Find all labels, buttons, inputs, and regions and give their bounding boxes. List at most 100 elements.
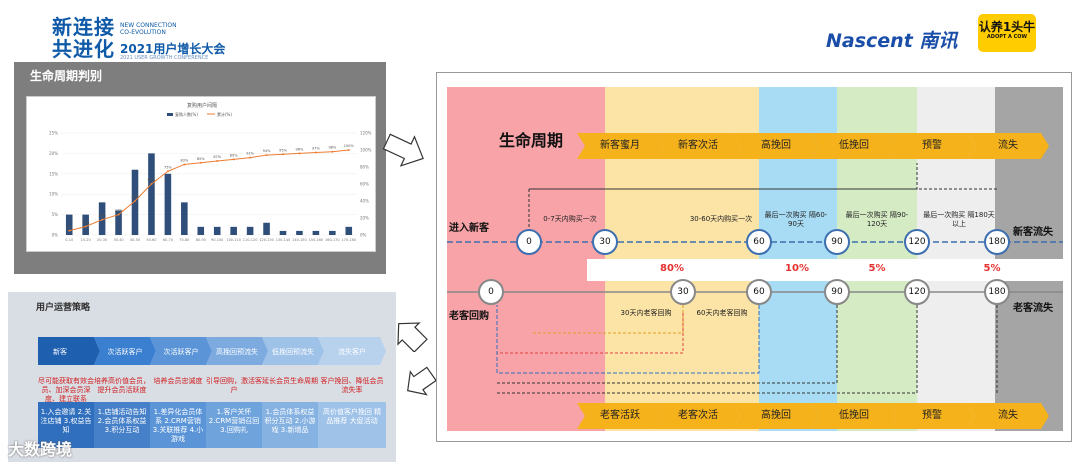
x-tick: 0-10 (65, 238, 73, 242)
x-tick: 50-60 (146, 238, 156, 242)
goal-text: 引导回购，激活客户 (206, 377, 262, 394)
strategy-steps (38, 337, 386, 365)
x-tick: 60-70 (163, 238, 173, 242)
title-line-2: 共进化 (52, 37, 115, 61)
arrow-to-main-icon (382, 133, 424, 167)
y-left-tick: 15% (49, 171, 58, 176)
lifecycle-diagram: 生命周期 进入新客 老客回购 新客流失 老客流失 新客蜜月 新客次活 高挽回 低… (436, 72, 1072, 442)
line-point (347, 149, 350, 151)
pct-label: 5% (983, 263, 1001, 274)
x-tick: 110-120 (243, 238, 258, 242)
step-shape (318, 337, 386, 365)
bottom-tab-shape (811, 403, 897, 429)
top-tab-label: 高挽回 (761, 140, 791, 151)
bottom-tab-label: 流失 (998, 410, 1018, 421)
pct-label: 5% (868, 263, 886, 274)
ann-30-60: 30-60天内购买一次 (689, 215, 753, 223)
x-tick: 150-160 (309, 238, 324, 242)
line-data-label: 18% (98, 214, 106, 218)
bar (329, 230, 336, 235)
new-circle-120: 120 (904, 229, 930, 255)
line-point (298, 152, 301, 155)
bar (296, 230, 303, 235)
diagram-title: 生命周期 (499, 131, 564, 150)
card-text: 1.店铺活动告知 2.会员体系权益 3.积分互动 (97, 408, 147, 434)
line-data-label: 89% (230, 153, 238, 157)
subtitle-en-1: NEW CONNECTION (120, 22, 177, 29)
x-tick: 70-80 (179, 238, 189, 242)
new-circle-0: 0 (516, 229, 542, 255)
bar (148, 153, 155, 235)
old-circle-180: 180 (984, 279, 1010, 305)
goal-text: 培养高价值会员，提升会员活跃度 (94, 377, 150, 394)
line-data-label: 87% (213, 155, 221, 159)
line-data-label: 94% (263, 149, 271, 153)
flow-line (497, 305, 838, 384)
bottom-tab-chevrons (577, 403, 1049, 429)
x-tick: 30-40 (113, 238, 123, 242)
line-point (232, 158, 235, 161)
x-tick: 100-110 (226, 238, 241, 242)
top-tab-shape (733, 133, 819, 159)
cumulative-line (69, 149, 349, 232)
line-data-label: 10% (82, 221, 90, 225)
flow-line (496, 305, 760, 374)
step-shape (150, 337, 212, 365)
ann-60-90: 最后一次购买 隔60-90天 (764, 211, 828, 228)
line-point (249, 156, 252, 159)
card-box (94, 402, 150, 448)
goal-text: 尽可能获取有效会员、加深会员深度、建立联系 (38, 377, 94, 403)
conference-en-name: 2021 USER GROWTH CONFERENCE (120, 55, 209, 61)
ann-180: 最后一次购买 隔180天以上 (923, 211, 995, 228)
ann-90-120: 最后一次购买 隔90-120天 (845, 211, 909, 228)
x-tick: 120-130 (259, 238, 274, 242)
card-text: 1.会员体系权益 积分互动 2.小游戏 3.新增品 (264, 408, 316, 434)
top-tab-label: 新客蜜月 (600, 140, 640, 151)
step-label: 流失客户 (338, 347, 366, 356)
step-shape (206, 337, 268, 365)
card-box (262, 402, 318, 448)
y-left-tick: 20% (49, 151, 58, 156)
x-tick: 80-90 (196, 238, 206, 242)
line-point (199, 161, 202, 164)
step-label: 次活跃客户 (164, 347, 199, 356)
conference-title: 新连接共进化 (52, 16, 115, 60)
old-circle-0: 0 (478, 279, 504, 305)
line-point (314, 151, 317, 154)
y-right-tick: 80% (360, 165, 369, 170)
line-data-label: 97% (312, 147, 320, 151)
goal-text: 培养会员忠诚度 (153, 377, 203, 385)
watermark-logo: 大数跨境 (8, 440, 73, 459)
bottom-tab-label: 高挽回 (761, 410, 791, 421)
flow-lines (496, 163, 998, 395)
card-text: 1.入会邀请 2.关注店铺 3.权益告知 (40, 408, 92, 434)
top-tab-label: 预警 (922, 140, 942, 151)
y-left-tick: 25% (49, 131, 58, 136)
nascent-logo: Nascent 南讯 (826, 30, 958, 52)
bar (181, 202, 188, 235)
x-tick: 20-30 (97, 238, 107, 242)
strategy-panel-title: 用户运营策略 (36, 303, 91, 313)
line-data-label: 98% (328, 146, 336, 150)
line-data-label: 100% (344, 144, 355, 148)
ann-0-7: 0-7天内购买一次 (543, 215, 597, 223)
top-tab-label: 低挽回 (839, 140, 869, 151)
y-left-tick: 10% (49, 192, 58, 197)
line-point (117, 213, 120, 216)
bottom-tab-shape (655, 403, 741, 429)
line-data-label: 24% (115, 209, 123, 213)
old-loss-label: 老客流失 (1013, 303, 1053, 314)
card-text: 1.差异化会员体系 2.CRM营销 3.关联推荐 4.小游戏 (152, 408, 204, 443)
band-red (447, 87, 605, 431)
old-circle-60: 60 (746, 279, 772, 305)
line-data-label: 96% (296, 147, 304, 151)
line-point (216, 160, 219, 163)
card-box (206, 402, 262, 448)
top-tab-shape (577, 133, 663, 159)
y-right-tick: 20% (360, 216, 369, 221)
enter-new-label: 进入新客 (449, 223, 489, 234)
line-point (68, 229, 71, 232)
x-tick: 40-50 (130, 238, 140, 242)
